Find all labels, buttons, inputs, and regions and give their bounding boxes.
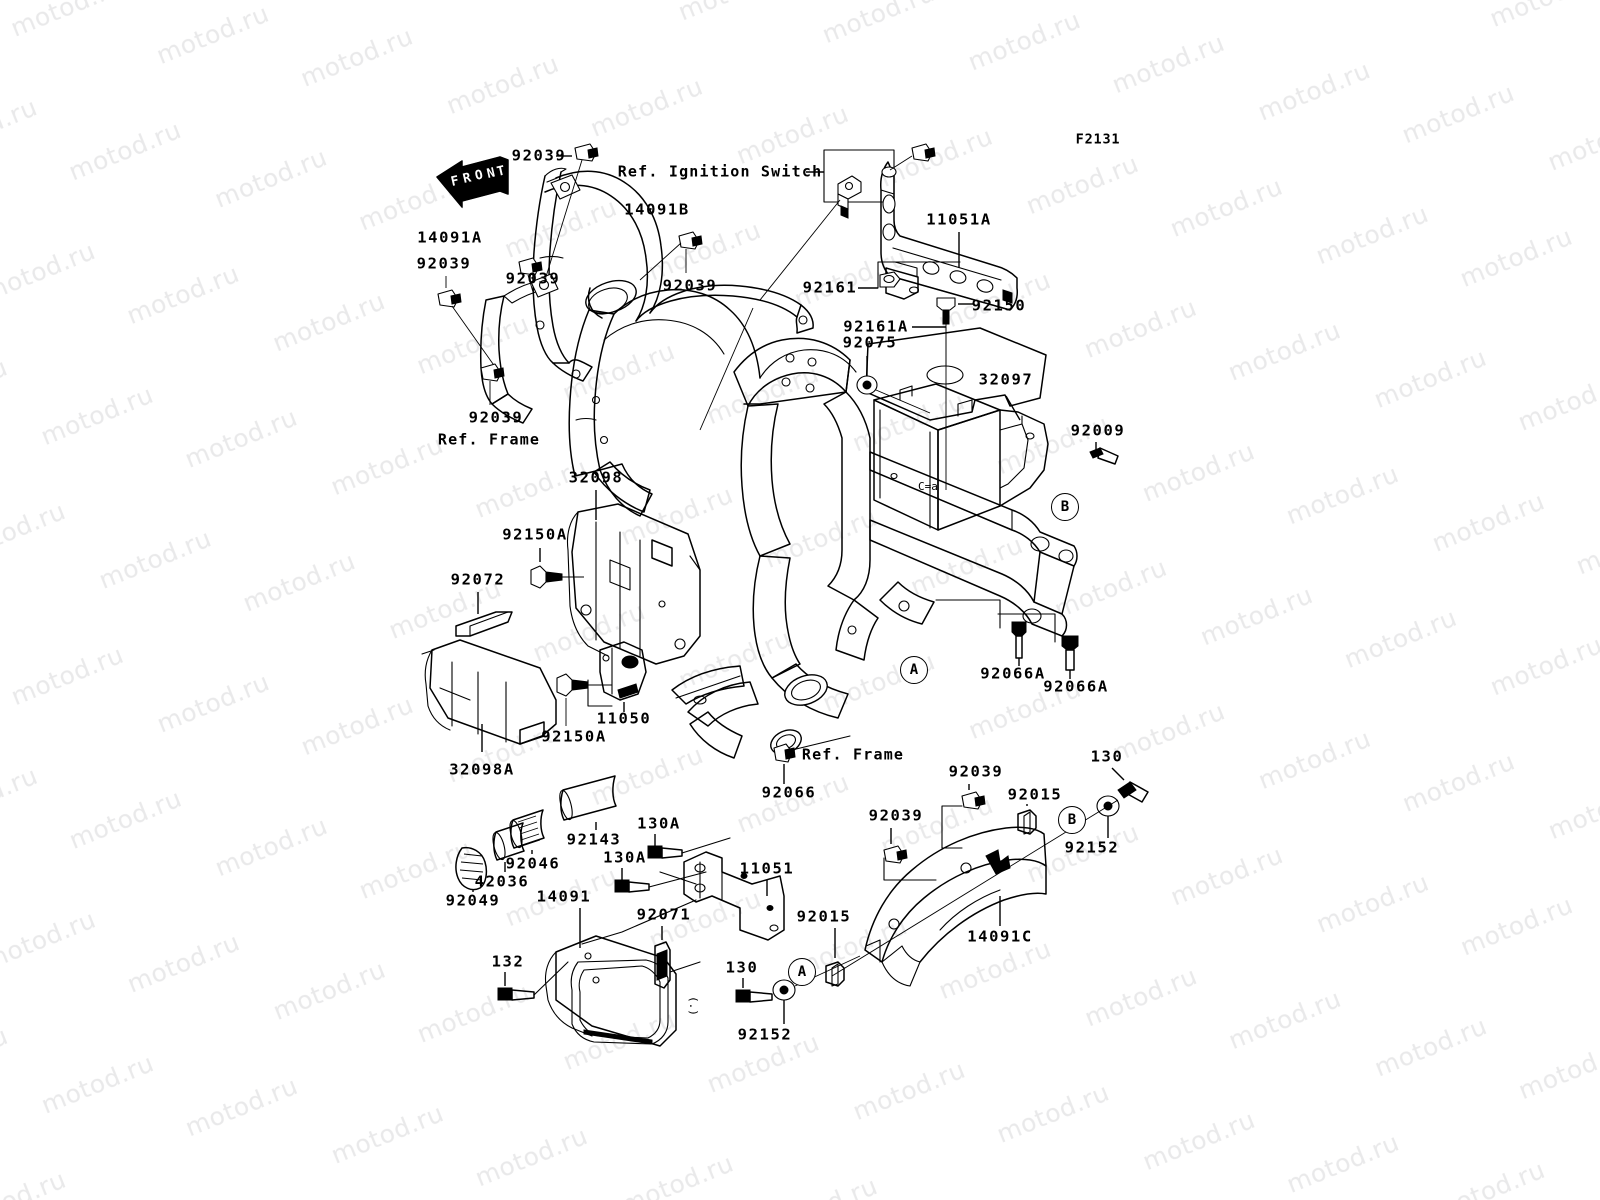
part-label-92039: 92039	[511, 146, 567, 165]
part-label-130A: 130A	[637, 814, 681, 833]
part-label-92143: 92143	[566, 830, 622, 849]
callout-a-lower: A	[788, 958, 816, 986]
part-label-130: 130	[725, 958, 759, 977]
ref-ignition-switch-label: Ref. Ignition Switch	[617, 162, 823, 181]
part-label-92039: 92039	[416, 254, 472, 273]
part-label-11051A: 11051A	[926, 210, 992, 229]
ref-frame-upper-label: Ref. Frame	[437, 430, 541, 449]
part-label-92009: 92009	[1070, 421, 1126, 440]
part-label-92150A: 92150A	[502, 525, 568, 544]
part-label-92066A: 92066A	[1043, 677, 1109, 696]
part-label-11051: 11051	[739, 859, 795, 878]
callout-b-lower: B	[1058, 806, 1086, 834]
part-label-32098A: 32098A	[449, 760, 515, 779]
part-label-92075: 92075	[842, 333, 898, 352]
part-label-92071: 92071	[636, 905, 692, 924]
part-label-132: 132	[491, 952, 525, 971]
part-label-130: 130	[1090, 747, 1124, 766]
part-label-92150: 92150	[971, 296, 1027, 315]
part-label-92152: 92152	[1064, 838, 1120, 857]
part-label-14091: 14091	[536, 887, 592, 906]
part-label-92150A: 92150A	[541, 727, 607, 746]
part-label-14091B: 14091B	[624, 200, 690, 219]
sheet-code: F2131	[1075, 131, 1121, 148]
part-label-92066A: 92066A	[980, 664, 1046, 683]
part-label-11050: 11050	[596, 709, 652, 728]
callout-b-upper: B	[1051, 493, 1079, 521]
part-label-92046: 92046	[505, 854, 561, 873]
part-label-92066: 92066	[761, 783, 817, 802]
part-label-32098: 32098	[568, 468, 624, 487]
part-label-92015: 92015	[1007, 785, 1063, 804]
callout-a-mid: A	[900, 656, 928, 684]
part-label-92039: 92039	[948, 762, 1004, 781]
part-label-92039: 92039	[868, 806, 924, 825]
part-label-14091C: 14091C	[967, 927, 1033, 946]
part-label-92072: 92072	[450, 570, 506, 589]
part-label-42036: 42036	[474, 872, 530, 891]
part-label-92039: 92039	[662, 276, 718, 295]
part-label-92049: 92049	[445, 891, 501, 910]
part-label-92039: 92039	[505, 269, 561, 288]
ref-frame-lower-label: Ref. Frame	[801, 745, 905, 764]
part-label-92039: 92039	[468, 408, 524, 427]
part-label-32097: 32097	[978, 370, 1034, 389]
part-label-14091A: 14091A	[417, 228, 483, 247]
part-label-92152: 92152	[737, 1025, 793, 1044]
part-label-130A: 130A	[603, 848, 647, 867]
part-label-92161: 92161	[802, 278, 858, 297]
part-label-92015: 92015	[796, 907, 852, 926]
